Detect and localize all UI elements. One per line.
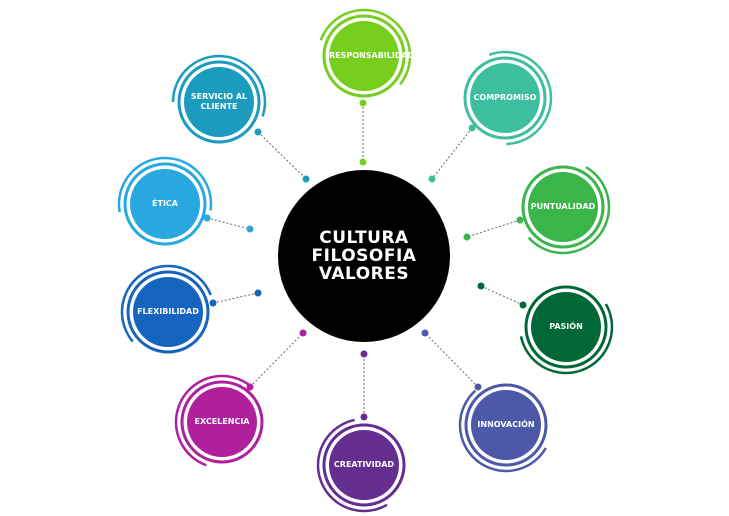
node-outer-arc	[117, 156, 213, 252]
connector-dot	[428, 175, 436, 183]
node-outer-arc	[458, 377, 554, 473]
node-ring	[464, 383, 548, 467]
node-outer-arc	[515, 159, 611, 255]
connector-dot	[359, 158, 367, 166]
connector-dot	[254, 289, 262, 297]
connector-dot	[421, 329, 429, 337]
node-ring	[322, 14, 406, 98]
node-ring	[126, 270, 210, 354]
connector-dot	[203, 214, 211, 222]
connector-dot	[477, 282, 485, 290]
node-outer-arc	[316, 8, 412, 104]
node-label: PUNTUALIDAD	[530, 202, 596, 211]
node-outer-arc	[171, 54, 267, 150]
connector-line	[212, 292, 259, 304]
node-circle	[329, 21, 399, 91]
node-ring	[521, 165, 605, 249]
connector-dot	[474, 383, 482, 391]
node-label: EXCELENCIA	[194, 417, 250, 426]
node-ring	[463, 56, 547, 140]
node-label: COMPROMISO	[473, 93, 537, 102]
node-label: SERVICIO AL CLIENTE	[190, 92, 248, 111]
connector-dot	[246, 225, 254, 233]
connector-dot	[209, 299, 217, 307]
connector-line	[249, 332, 304, 388]
node-label: PASIÓN	[549, 322, 583, 331]
node-label: FLEXIBILIDAD	[137, 307, 199, 316]
node-ring	[322, 423, 406, 507]
connector-dot	[463, 233, 471, 241]
connector-dot	[516, 216, 524, 224]
connector-dot	[254, 128, 262, 136]
connector-line	[431, 127, 473, 180]
center-circle	[278, 170, 450, 342]
connector-dot	[299, 329, 307, 337]
center-line-2: FILOSOFIA	[311, 246, 417, 266]
node-circle	[470, 63, 540, 133]
center-line-1: CULTURA	[319, 228, 409, 248]
node-outer-arc	[120, 264, 216, 360]
connector-dot	[302, 175, 310, 183]
connector-line	[480, 285, 524, 306]
connector-line	[466, 219, 521, 238]
node-circle	[130, 169, 200, 239]
node-label: CREATIVIDAD	[333, 460, 395, 469]
node-ring	[180, 380, 264, 464]
node-outer-arc	[174, 374, 270, 470]
center-title: CULTURA FILOSOFIA VALORES	[284, 229, 444, 283]
node-ring	[524, 285, 608, 369]
connector-dot	[360, 413, 368, 421]
node-circle	[531, 292, 601, 362]
node-label: INNOVACIÓN	[477, 420, 535, 429]
node-label: ÉTICA	[152, 199, 178, 208]
node-ring	[123, 162, 207, 246]
node-ring	[177, 60, 261, 144]
node-label: RESPONSABILIDAD	[329, 51, 415, 60]
connector-line	[257, 131, 307, 180]
node-circle	[133, 277, 203, 347]
node-outer-arc	[316, 417, 412, 513]
connector-dot	[468, 124, 476, 132]
node-circle	[471, 390, 541, 460]
node-circle	[528, 172, 598, 242]
node-outer-arc	[518, 279, 614, 375]
connector-dot	[359, 99, 367, 107]
connector-dot	[360, 350, 368, 358]
connector-dot	[519, 301, 527, 309]
node-circle	[184, 67, 254, 137]
connector-dot	[246, 383, 254, 391]
connector-line	[424, 332, 479, 388]
connector-line	[206, 217, 251, 230]
center-line-3: VALORES	[318, 264, 410, 284]
node-circle	[187, 387, 257, 457]
node-circle	[329, 430, 399, 500]
